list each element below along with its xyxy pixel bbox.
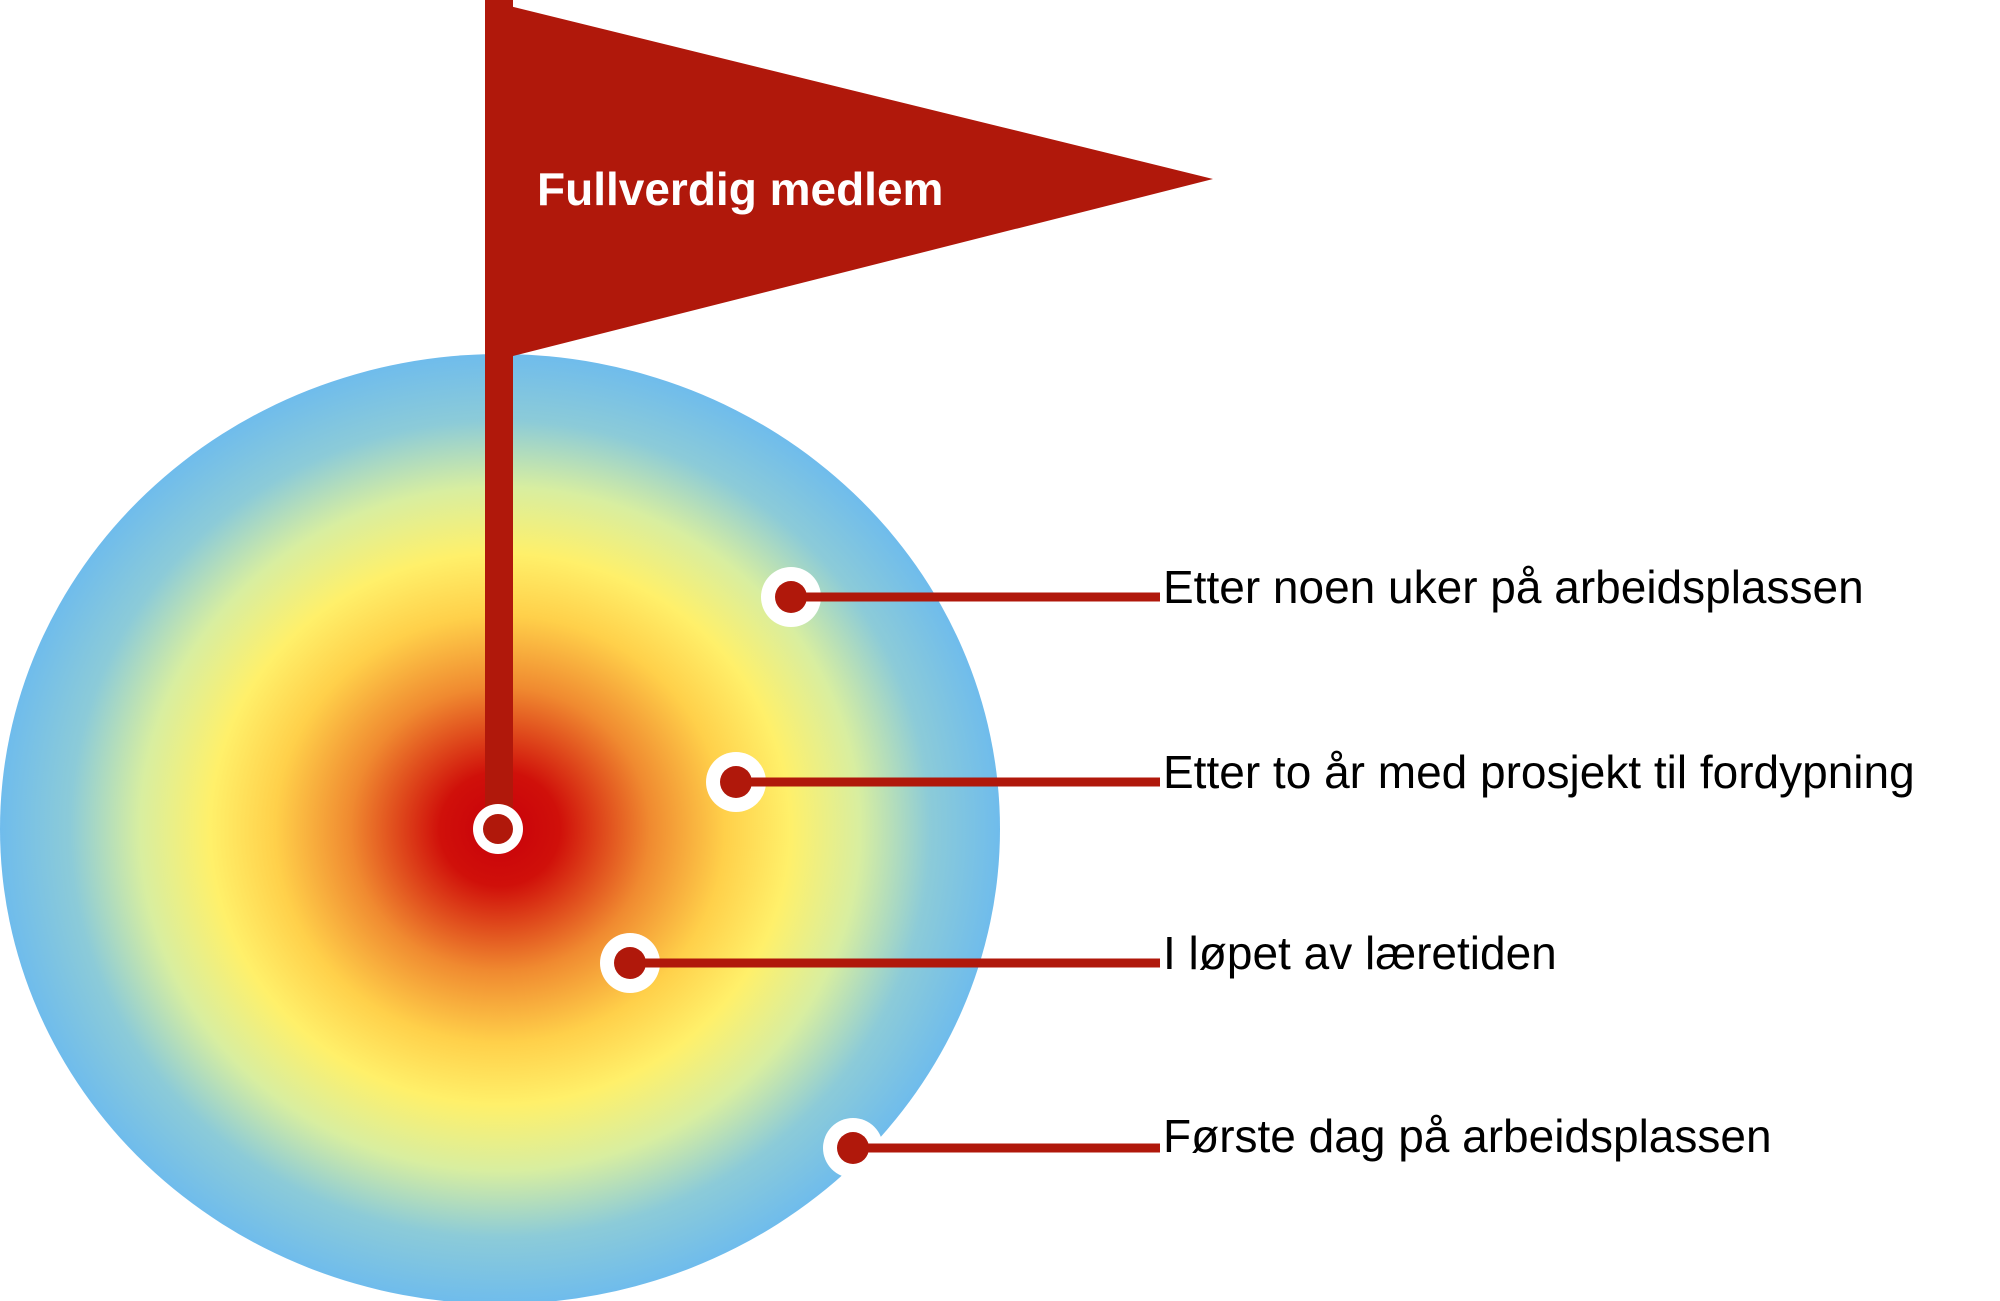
marker-dot [775,581,807,613]
flag-pole [485,0,513,816]
marker-dot [837,1132,869,1164]
stage-label: Etter noen uker på arbeidsplassen [1163,561,1864,613]
flag: Fullverdig medlem [485,0,1213,816]
stage-4: Første dag på arbeidsplassen [823,1110,1772,1178]
stage-3: I løpet av læretiden [600,927,1557,993]
stage-1: Etter noen uker på arbeidsplassen [761,561,1864,627]
stage-label: Første dag på arbeidsplassen [1163,1110,1772,1162]
stage-2: Etter to år med prosjekt til fordypning [706,746,1915,812]
flag-label: Fullverdig medlem [537,163,943,215]
marker-dot [614,947,646,979]
stage-label: I løpet av læretiden [1163,927,1557,979]
flag-pennant [485,0,1213,356]
center-marker [473,804,523,854]
stage-label: Etter to år med prosjekt til fordypning [1163,746,1915,798]
marker-dot [720,766,752,798]
